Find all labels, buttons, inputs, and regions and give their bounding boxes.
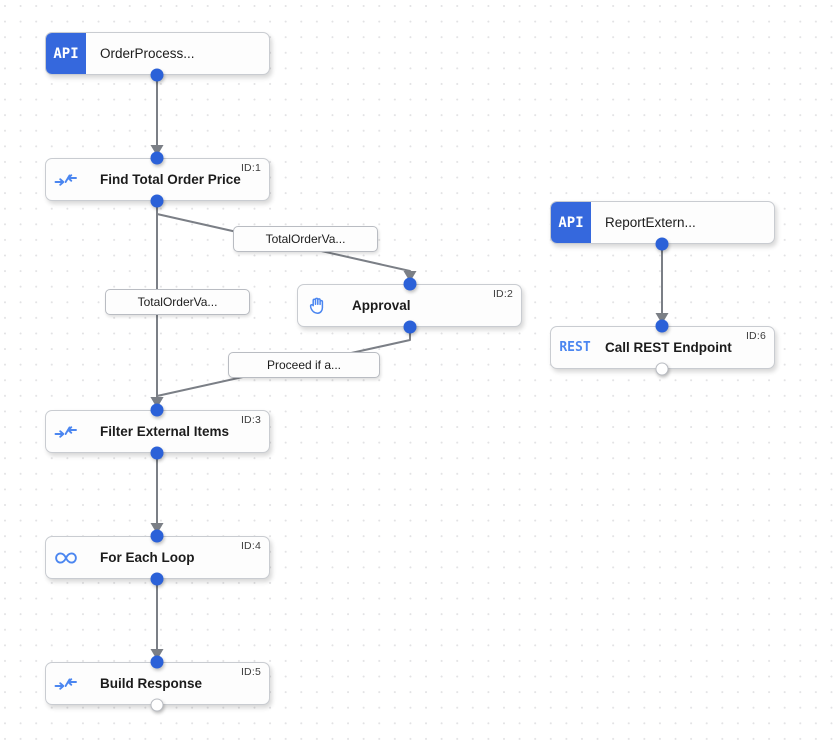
node-approval-output-port[interactable] [403,320,417,334]
node-build-response-input-port[interactable] [150,655,164,669]
hand-icon [298,285,338,326]
edge-label-text: TotalOrderVa... [265,232,346,246]
node-id-label: ID:3 [240,414,261,426]
node-build-response-output-port[interactable] [150,698,164,712]
edge-label-text: Proceed if a... [266,358,342,372]
api-badge-label: API [53,45,79,62]
node-id-label: ID:6 [745,330,766,342]
edge-label-proceed-if[interactable]: Proceed if a... [228,352,380,378]
api-badge-label: API [558,214,584,231]
node-call-rest-endpoint-output-port[interactable] [655,362,669,376]
node-title: Filter External Items [100,424,230,439]
api-badge-icon: API [551,202,591,243]
infinity-loop-icon [46,537,86,578]
node-for-each-loop-input-port[interactable] [150,529,164,543]
node-order-process-output-port[interactable] [150,68,164,82]
node-order-process[interactable]: API OrderProcess... [45,32,270,75]
transform-arrows-icon [46,663,86,704]
edge-label-text: TotalOrderVa... [137,295,218,309]
node-title: Find Total Order Price [100,172,241,187]
node-title: Call REST Endpoint [605,340,732,355]
node-find-total-order-price-output-port[interactable] [150,194,164,208]
transform-arrows-icon [46,411,86,452]
node-title: ReportExtern... [605,215,696,230]
node-filter-external-items-input-port[interactable] [150,403,164,417]
edge-label-total-order-value-upper[interactable]: TotalOrderVa... [233,226,378,252]
node-report-external-output-port[interactable] [655,237,669,251]
node-approval[interactable]: Approval ID:2 [297,284,522,327]
node-build-response[interactable]: Build Response ID:5 [45,662,270,705]
node-title: OrderProcess... [100,46,195,61]
node-report-external[interactable]: API ReportExtern... [550,201,775,244]
node-id-label: ID:1 [240,162,261,174]
node-id-label: ID:5 [240,666,261,678]
node-find-total-order-price-input-port[interactable] [150,151,164,165]
rest-badge-icon: REST [551,327,599,368]
node-for-each-loop-output-port[interactable] [150,572,164,586]
node-call-rest-endpoint-input-port[interactable] [655,319,669,333]
node-filter-external-items-output-port[interactable] [150,446,164,460]
node-id-label: ID:4 [240,540,261,552]
node-title: Build Response [100,676,203,691]
api-badge-icon: API [46,33,86,74]
node-filter-external-items[interactable]: Filter External Items ID:3 [45,410,270,453]
rest-badge-label: REST [559,340,591,355]
edge-label-total-order-value-lower[interactable]: TotalOrderVa... [105,289,250,315]
node-approval-input-port[interactable] [403,277,417,291]
node-id-label: ID:2 [492,288,513,300]
transform-arrows-icon [46,159,86,200]
node-title: Approval [352,298,411,313]
node-title: For Each Loop [100,550,195,565]
